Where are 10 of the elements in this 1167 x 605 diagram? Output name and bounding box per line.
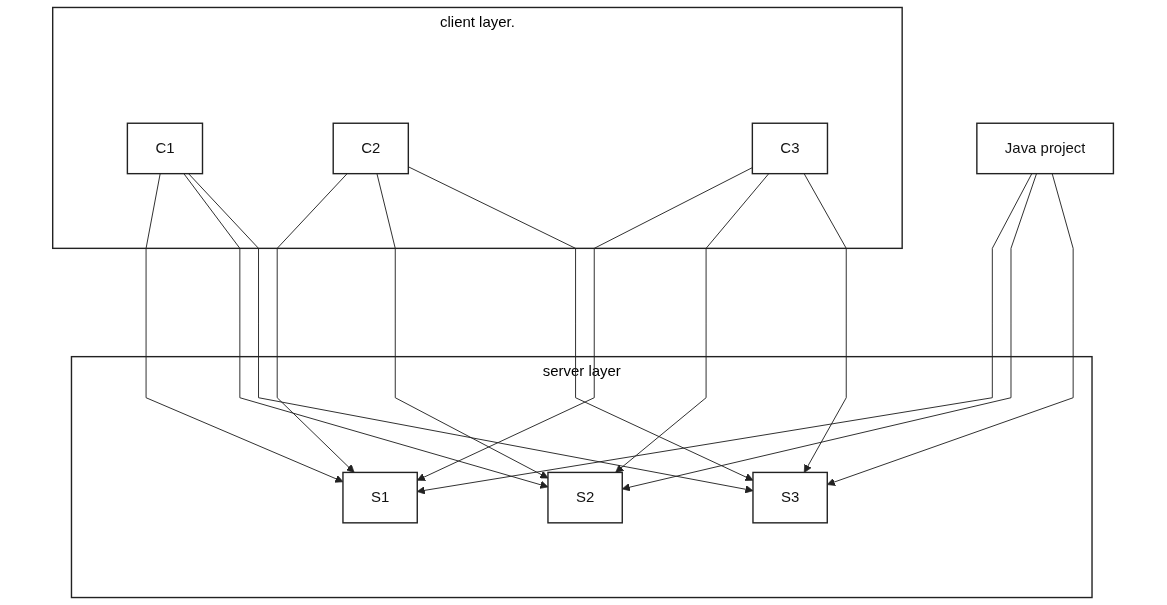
node-box: C3 (752, 122, 829, 175)
node-box: S3 (752, 471, 829, 524)
node-box: S2 (547, 471, 624, 524)
node-box: Java project (976, 122, 1115, 175)
cluster (71, 355, 1094, 599)
node-box: S1 (342, 471, 419, 524)
node-box: C2 (332, 122, 410, 175)
cluster (52, 6, 904, 250)
node-box: C1 (127, 122, 204, 175)
node-label: client layer. (440, 14, 516, 30)
